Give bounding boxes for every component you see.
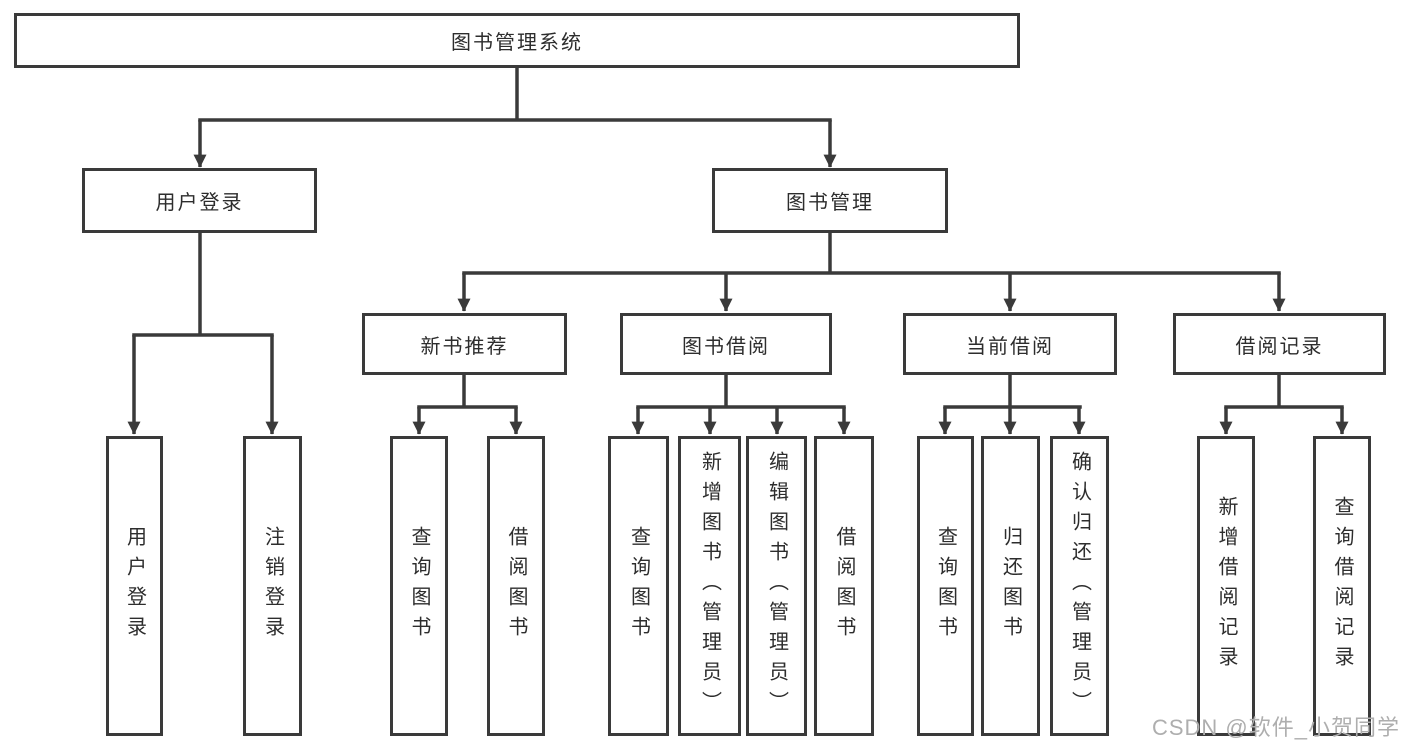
leaf-query-books-2: 查询图书 (608, 436, 669, 736)
csdn-watermark: CSDN @软件_小贺同学 (1151, 715, 1400, 740)
node-current-borrowing: 当前借阅 (903, 313, 1117, 375)
leaf-add-borrow-record: 新增借阅记录 (1197, 436, 1255, 736)
leaf-user-login: 用户登录 (106, 436, 163, 736)
leaf-borrow-books-2: 借阅图书 (814, 436, 874, 736)
leaf-query-books-1: 查询图书 (390, 436, 448, 736)
leaf-query-books-3: 查询图书 (917, 436, 974, 736)
leaf-query-borrow-record: 查询借阅记录 (1313, 436, 1371, 736)
leaf-logout: 注销登录 (243, 436, 302, 736)
leaf-confirm-return-admin: 确认归还（管理员） (1050, 436, 1109, 736)
node-book-management: 图书管理 (712, 168, 948, 233)
node-root: 图书管理系统 (14, 13, 1020, 68)
node-user-login: 用户登录 (82, 168, 317, 233)
node-book-borrowing: 图书借阅 (620, 313, 832, 375)
leaf-borrow-books-1: 借阅图书 (487, 436, 545, 736)
leaf-add-books-admin: 新增图书（管理员） (678, 436, 741, 736)
node-borrowing-records: 借阅记录 (1173, 313, 1386, 375)
node-new-book-recommend: 新书推荐 (362, 313, 567, 375)
leaf-return-books: 归还图书 (981, 436, 1040, 736)
leaf-edit-books-admin: 编辑图书（管理员） (746, 436, 807, 736)
connector-group (127, 68, 1349, 435)
